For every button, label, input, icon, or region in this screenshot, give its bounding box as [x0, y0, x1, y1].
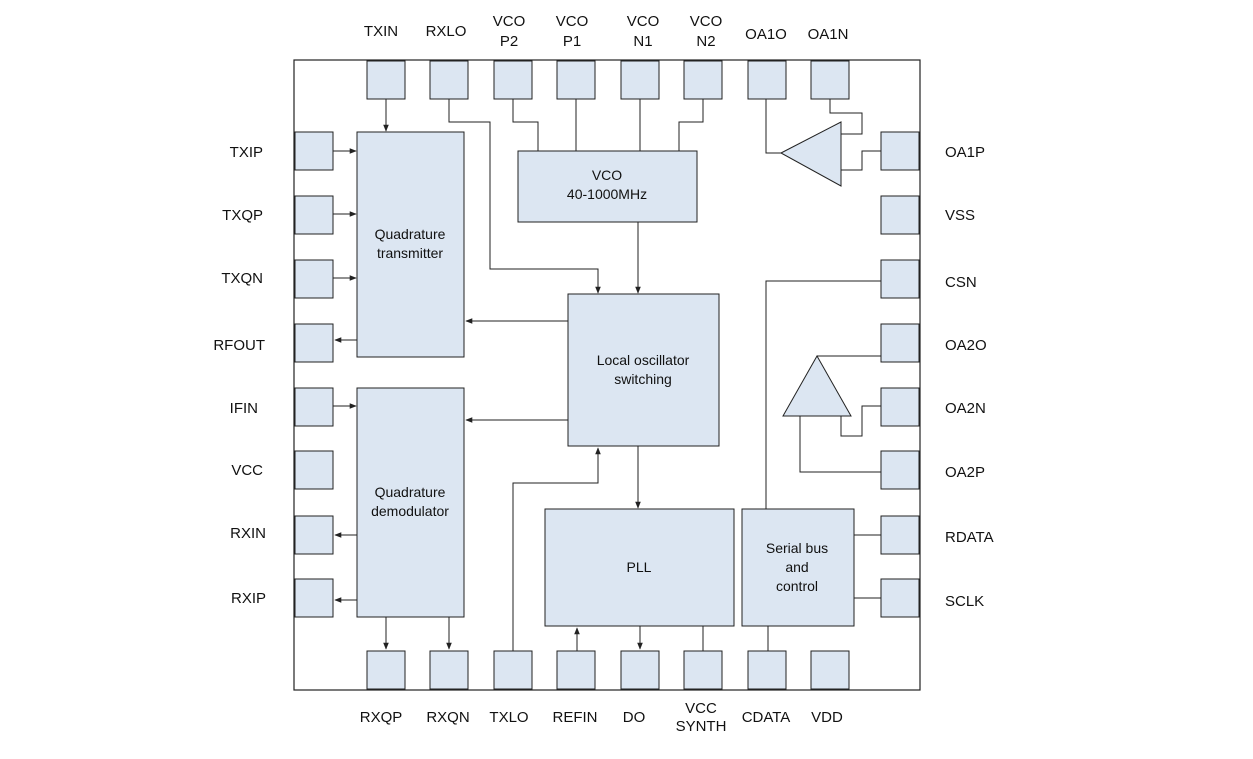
pll-title: PLL: [627, 559, 652, 575]
pin-rdata: [880, 515, 920, 555]
opamp-1-icon: [779, 121, 842, 187]
pin-oa2n: [880, 387, 920, 427]
pin-vdd: [810, 650, 850, 690]
label-rxip: RXIP: [231, 590, 266, 607]
label-rxin: RXIN: [230, 525, 266, 542]
pin-rxin: [294, 515, 334, 555]
label-vco-p1-line1: VCO: [556, 13, 589, 30]
pin-vco-p1: [556, 60, 596, 100]
demodulator-title-line1: Quadrature: [375, 484, 446, 500]
label-txin: TXIN: [364, 23, 398, 40]
pin-do: [620, 650, 660, 690]
top-pin-row: [366, 60, 850, 100]
opamp-2-icon: [782, 354, 852, 417]
demodulator-title-line2: demodulator: [371, 503, 449, 519]
label-rxqp: RXQP: [360, 709, 403, 726]
pin-csn: [880, 259, 920, 299]
label-vco-n1-line1: VCO: [627, 13, 660, 30]
label-cdata: CDATA: [742, 709, 791, 726]
serial-bus-block: [741, 508, 855, 627]
left-pin-row: [294, 131, 334, 618]
label-vcc-synth-line2: SYNTH: [676, 718, 727, 735]
pin-rxqp: [366, 650, 406, 690]
transmitter-title-line1: Quadrature: [375, 226, 446, 242]
pin-vco-n2: [683, 60, 723, 100]
label-vco-n2-line2: N2: [696, 33, 715, 50]
label-refin: REFIN: [553, 709, 598, 726]
bottom-pin-row: [366, 650, 850, 690]
label-vco-n2-line1: VCO: [690, 13, 723, 30]
serial-title-line1: Serial bus: [766, 540, 828, 556]
pin-vcc: [294, 450, 334, 490]
label-csn: CSN: [945, 274, 977, 291]
pin-rxlo: [429, 60, 469, 100]
label-ifin: IFIN: [230, 400, 258, 417]
label-rxqn: RXQN: [426, 709, 469, 726]
label-rfout: RFOUT: [213, 337, 265, 354]
vco-title-line2: 40-1000MHz: [567, 186, 647, 202]
pin-vco-p2: [493, 60, 533, 100]
pin-rfout: [294, 323, 334, 363]
label-vss: VSS: [945, 207, 975, 224]
pin-oa2p: [880, 450, 920, 490]
local-oscillator-block: [567, 293, 720, 447]
label-vcc-synth-line1: VCC: [685, 700, 717, 717]
lo-switching-title-line2: switching: [614, 371, 672, 387]
vco-title-line1: VCO: [592, 167, 622, 183]
pll-block: [544, 508, 735, 627]
pin-refin: [556, 650, 596, 690]
pin-oa2o: [880, 323, 920, 363]
pin-vcc-synth: [683, 650, 723, 690]
quadrature-demodulator-block: [356, 387, 465, 618]
pin-txip: [294, 131, 334, 171]
pin-cdata: [747, 650, 787, 690]
label-vco-p1-line2: P1: [563, 33, 581, 50]
label-txlo: TXLO: [489, 709, 528, 726]
label-txqn: TXQN: [221, 270, 263, 287]
vco-block: [517, 150, 698, 223]
pin-ifin: [294, 387, 334, 427]
pin-txlo: [493, 650, 533, 690]
pin-txin: [366, 60, 406, 100]
label-oa2n: OA2N: [945, 400, 986, 417]
label-oa2p: OA2P: [945, 464, 985, 481]
pin-rxip: [294, 578, 334, 618]
label-txip: TXIP: [230, 144, 263, 161]
wiring: [333, 99, 882, 651]
quadrature-transmitter-block: [356, 131, 465, 358]
pin-oa1p: [880, 131, 920, 171]
pin-txqn: [294, 259, 334, 299]
label-vcc: VCC: [231, 462, 263, 479]
pin-vss: [880, 195, 920, 235]
label-vco-n1-line2: N1: [633, 33, 652, 50]
pin-oa1o: [747, 60, 787, 100]
label-oa2o: OA2O: [945, 337, 987, 354]
transmitter-title-line2: transmitter: [377, 245, 443, 261]
label-vdd: VDD: [811, 709, 843, 726]
label-vco-p2-line2: P2: [500, 33, 518, 50]
pin-oa1n: [810, 60, 850, 100]
label-vco-p2-line1: VCO: [493, 13, 526, 30]
label-txqp: TXQP: [222, 207, 263, 224]
label-sclk: SCLK: [945, 593, 984, 610]
label-oa1o: OA1O: [745, 26, 787, 43]
pin-sclk: [880, 578, 920, 618]
pin-rxqn: [429, 650, 469, 690]
label-oa1p: OA1P: [945, 144, 985, 161]
pin-vco-n1: [620, 60, 660, 100]
serial-title-line3: control: [776, 578, 818, 594]
label-rdata: RDATA: [945, 529, 994, 546]
right-pin-row: [880, 131, 920, 618]
serial-title-line2: and: [785, 559, 808, 575]
lo-switching-title-line1: Local oscillator: [597, 352, 690, 368]
pin-txqp: [294, 195, 334, 235]
label-do: DO: [623, 709, 646, 726]
label-rxlo: RXLO: [426, 23, 467, 40]
label-oa1n: OA1N: [808, 26, 849, 43]
